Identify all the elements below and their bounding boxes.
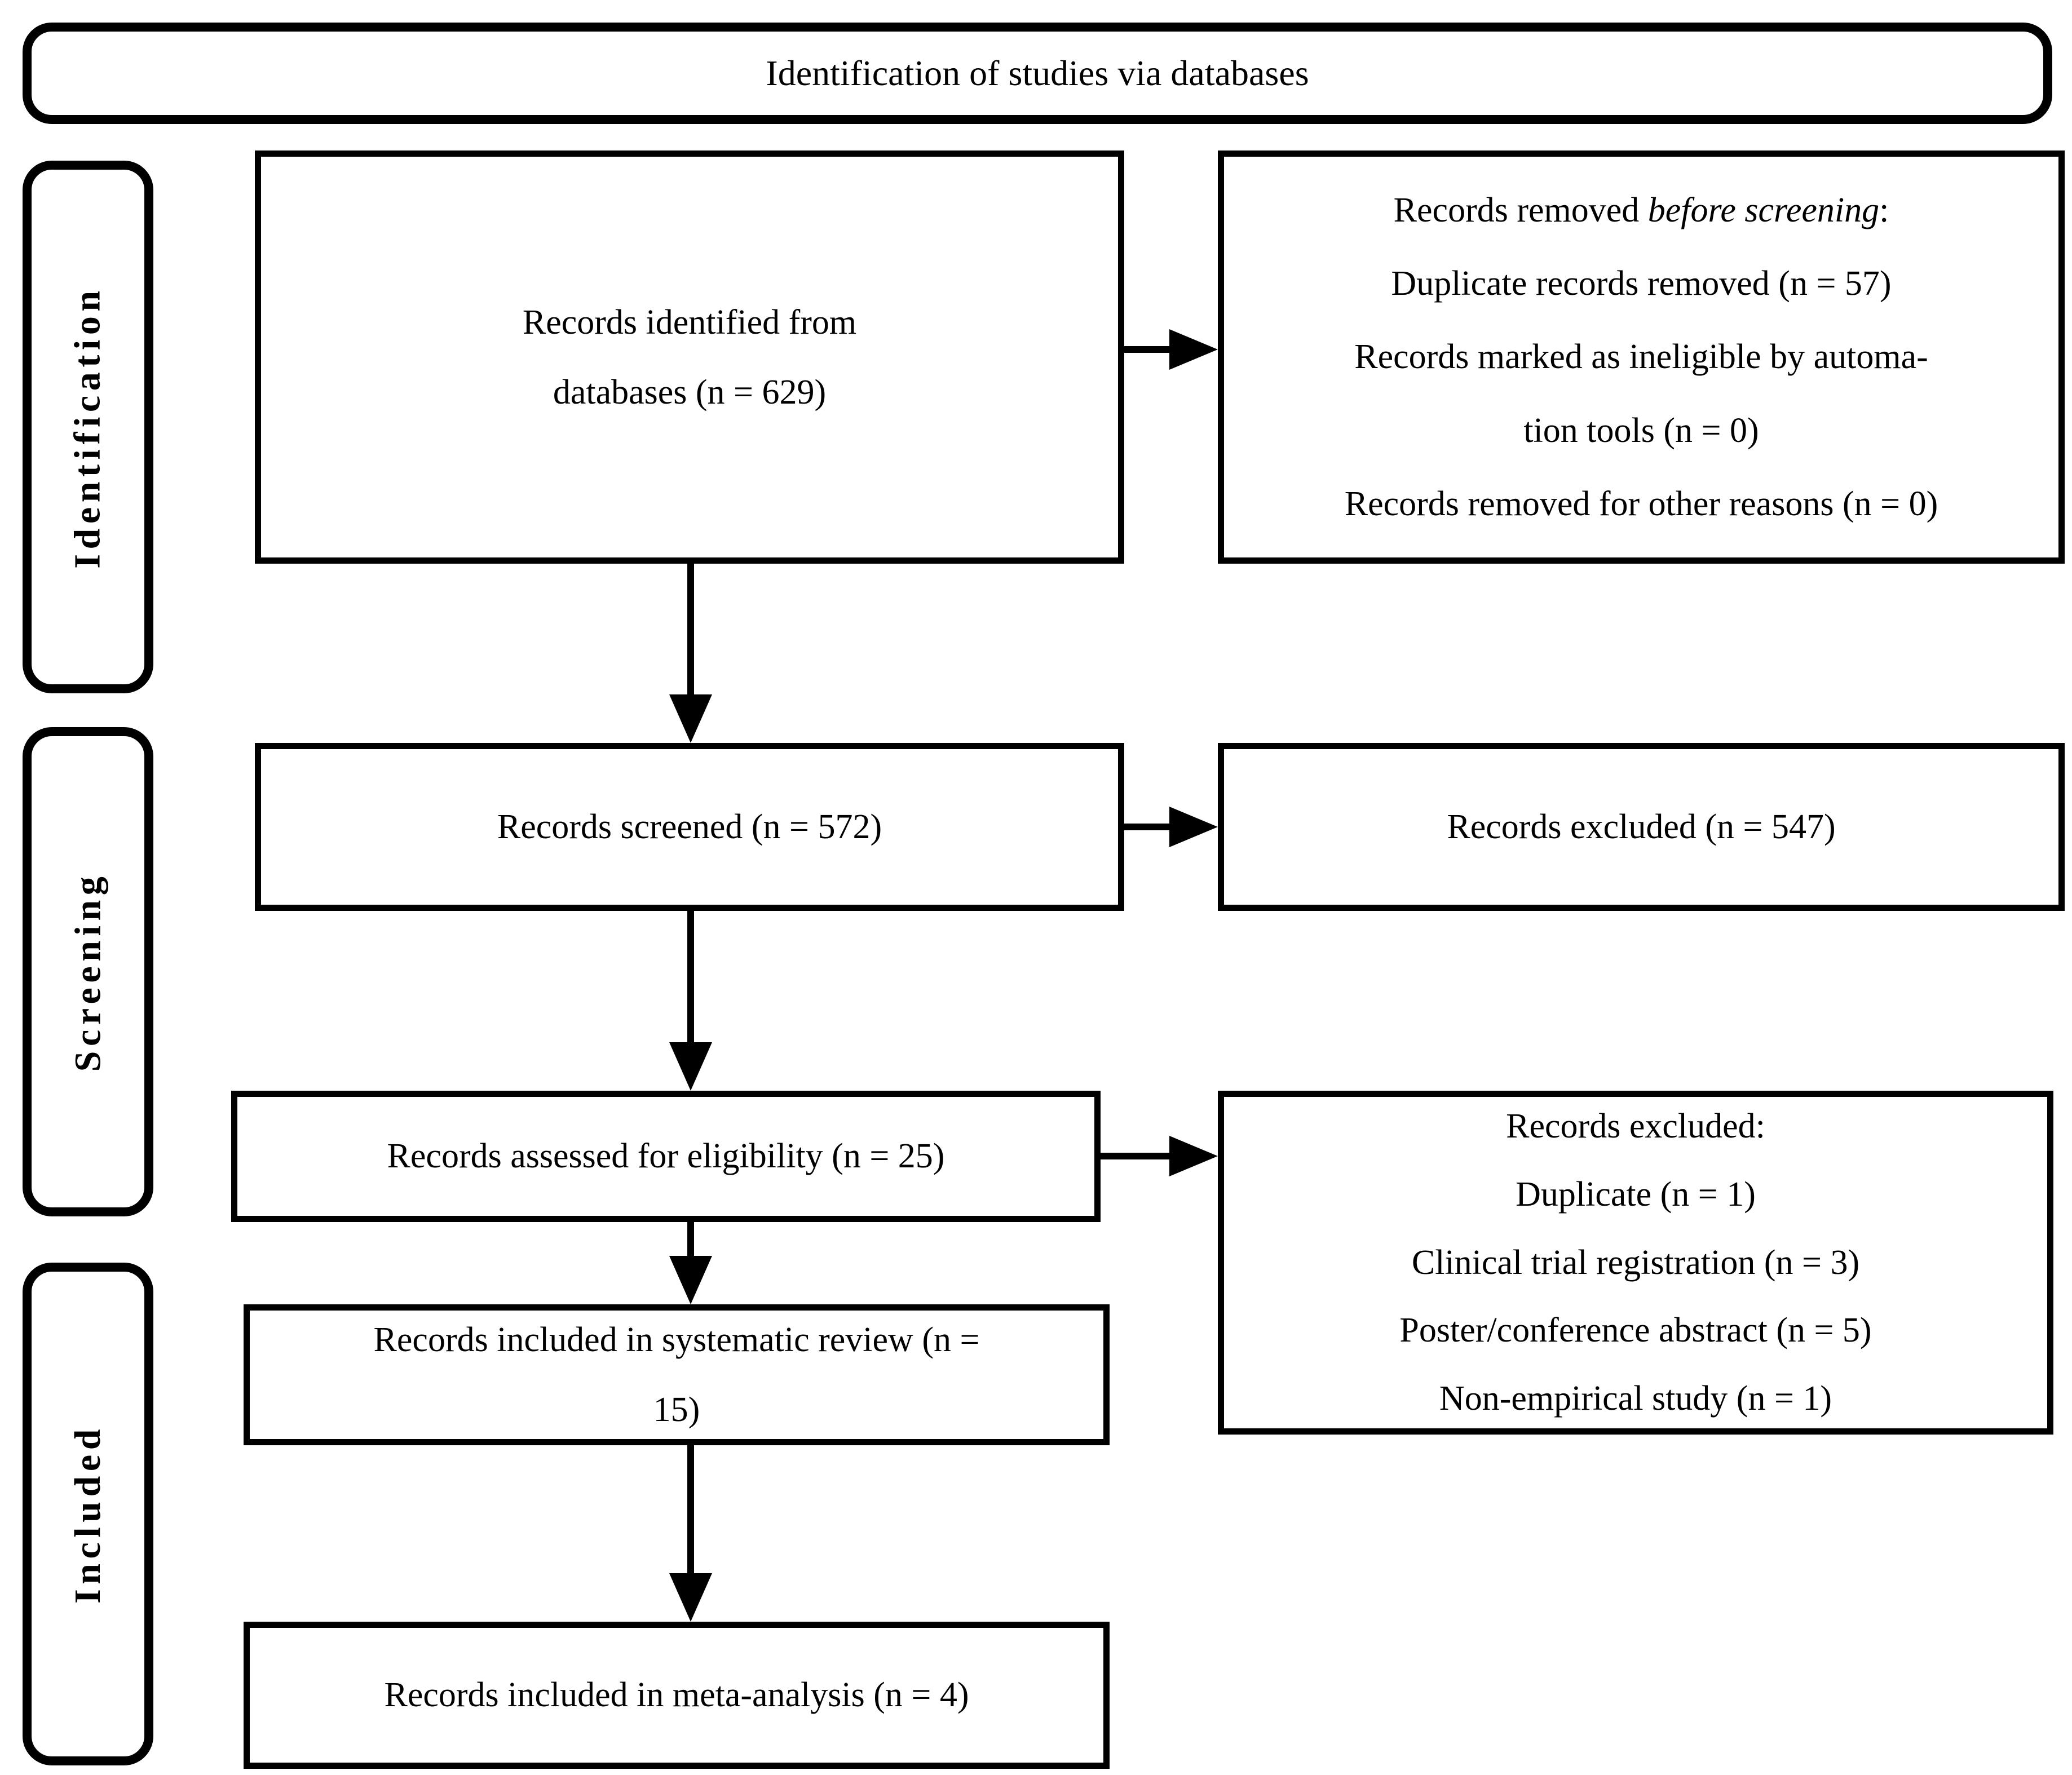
box-records-included-meta: Records included in meta-analysis (n = 4… xyxy=(244,1622,1110,1769)
arrow-head-down-icon xyxy=(669,1573,712,1622)
box-records-excluded-screening: Records excluded (n = 547) xyxy=(1218,743,2065,911)
arrow-head-down-icon xyxy=(669,694,712,743)
side-label-identification-text: Identification xyxy=(67,285,108,569)
box-records-assessed-line1: Records assessed for eligibility (n = 25… xyxy=(387,1137,945,1175)
arrow-shaft xyxy=(1124,346,1170,353)
arrow-head-right-icon xyxy=(1169,1136,1218,1176)
box-records-identified-line1: Records identified from xyxy=(522,303,857,342)
arrow-shaft xyxy=(687,1222,694,1257)
arrow-shaft xyxy=(687,564,694,696)
side-label-screening: Screening xyxy=(23,727,153,1216)
side-label-included: Included xyxy=(23,1263,153,1765)
arrow-shaft xyxy=(687,911,694,1043)
box-excluded-eligibility-line4: Poster/conference abstract (n = 5) xyxy=(1399,1311,1872,1350)
removed-line1-prefix: Records removed xyxy=(1393,191,1648,230)
box-records-screened: Records screened (n = 572) xyxy=(255,743,1124,911)
box-records-removed-line5: Records removed for other reasons (n = 0… xyxy=(1344,484,1938,523)
box-records-excluded-screening-line1: Records excluded (n = 547) xyxy=(1447,807,1836,846)
arrow-head-right-icon xyxy=(1169,807,1218,847)
box-records-removed-line4: tion tools (n = 0) xyxy=(1523,411,1759,450)
arrow-head-down-icon xyxy=(669,1042,712,1091)
side-label-screening-text: Screening xyxy=(67,871,109,1072)
side-label-identification: Identification xyxy=(23,161,153,693)
box-records-assessed: Records assessed for eligibility (n = 25… xyxy=(231,1091,1101,1222)
arrow-shaft xyxy=(1100,1153,1170,1159)
box-records-included-review: Records included in systematic review (n… xyxy=(244,1304,1110,1445)
box-records-identified-line2: databases (n = 629) xyxy=(553,373,827,411)
box-excluded-eligibility-line5: Non-empirical study (n = 1) xyxy=(1439,1379,1832,1418)
arrow-head-right-icon xyxy=(1169,329,1218,370)
box-included-review-line1: Records included in systematic review (n… xyxy=(373,1321,980,1359)
box-records-screened-line1: Records screened (n = 572) xyxy=(497,807,882,846)
banner-title: Identification of studies via databases xyxy=(766,53,1309,93)
box-included-review-line2: 15) xyxy=(653,1391,700,1429)
box-records-identified: Records identified from databases (n = 6… xyxy=(255,151,1124,564)
arrow-shaft xyxy=(1124,824,1170,830)
box-records-removed-line1: Records removed before screening: xyxy=(1394,174,1889,247)
box-records-removed-before-screening: Records removed before screening: Duplic… xyxy=(1218,151,2065,564)
removed-line1-italic: before screening xyxy=(1647,191,1880,230)
arrow-head-down-icon xyxy=(669,1256,712,1304)
side-label-included-text: Included xyxy=(67,1424,109,1604)
removed-line1-suffix: : xyxy=(1879,191,1889,230)
box-records-excluded-eligibility: Records excluded: Duplicate (n = 1) Clin… xyxy=(1218,1091,2053,1435)
box-included-meta-line1: Records included in meta-analysis (n = 4… xyxy=(384,1676,969,1714)
box-excluded-eligibility-line3: Clinical trial registration (n = 3) xyxy=(1411,1243,1860,1282)
box-records-removed-line3: Records marked as ineligible by automa- xyxy=(1354,338,1928,377)
banner: Identification of studies via databases xyxy=(23,23,2052,124)
arrow-shaft xyxy=(687,1445,694,1575)
box-excluded-eligibility-line1: Records excluded: xyxy=(1506,1106,1765,1145)
box-records-removed-line2: Duplicate records removed (n = 57) xyxy=(1391,264,1892,303)
box-excluded-eligibility-line2: Duplicate (n = 1) xyxy=(1516,1175,1756,1214)
